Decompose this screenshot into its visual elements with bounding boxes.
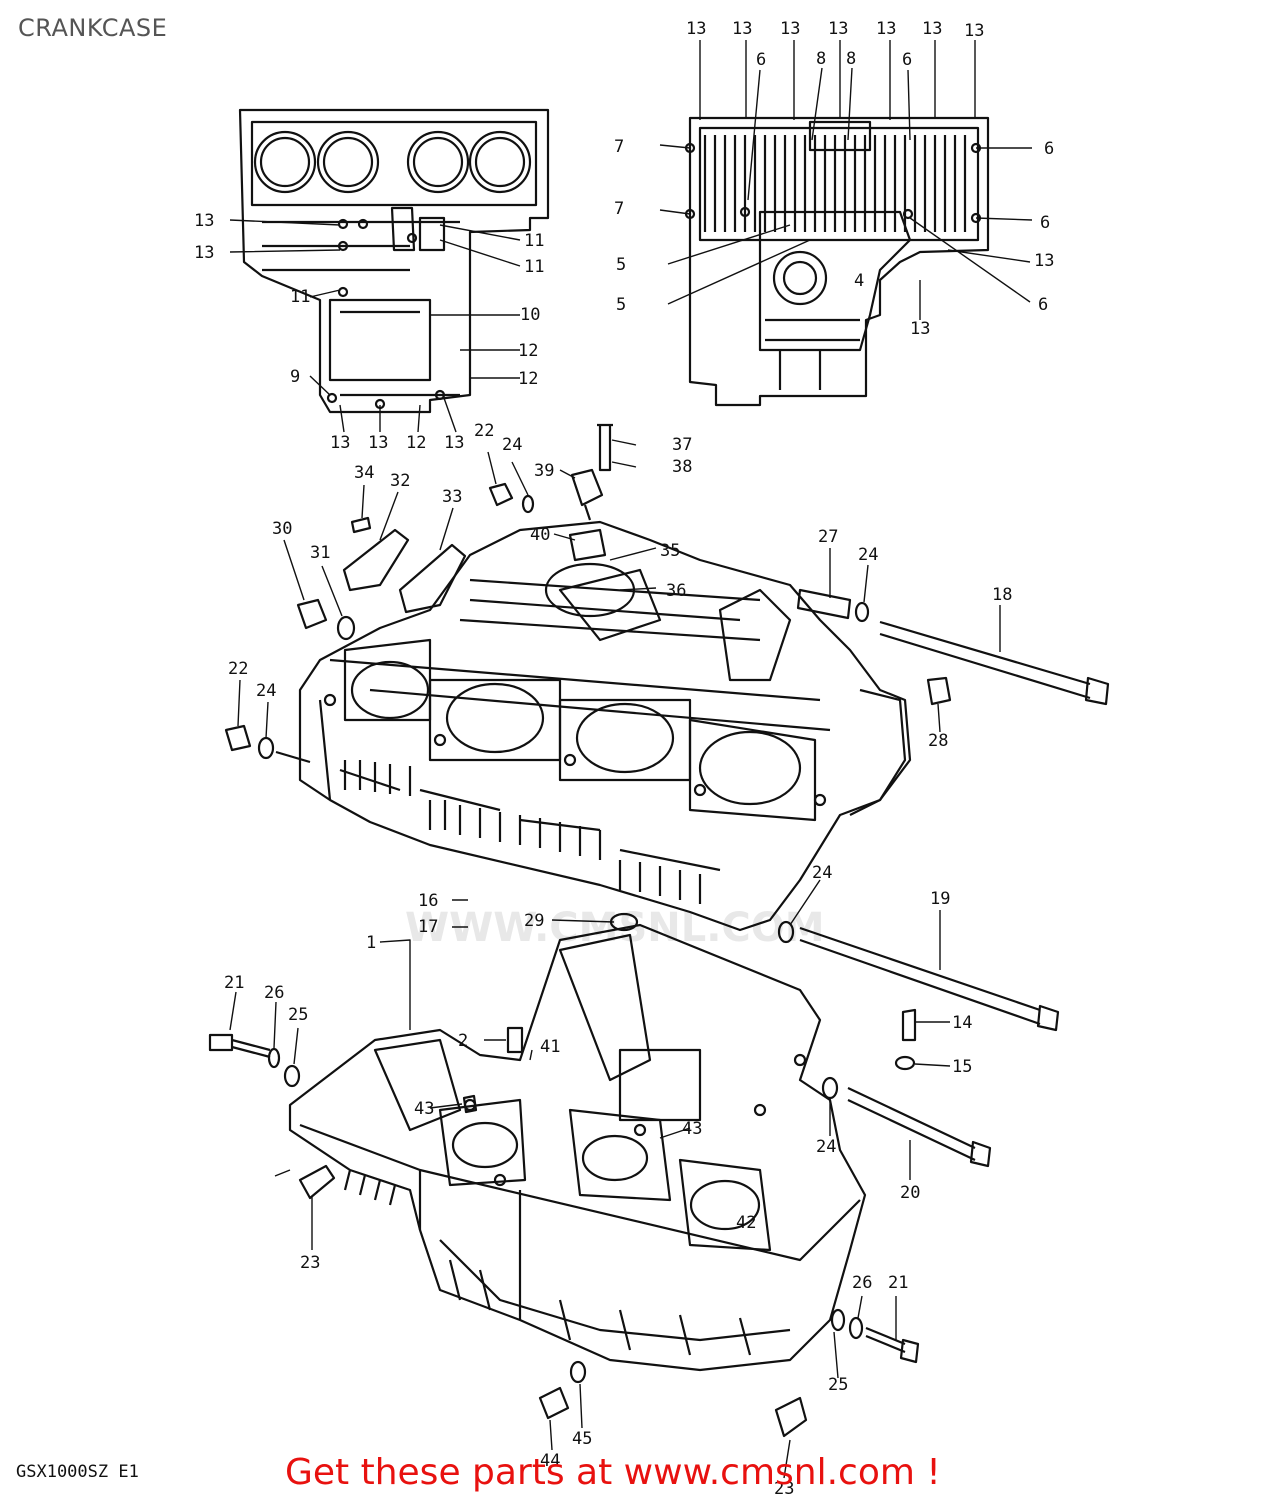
lower-crankcase-bottom-view <box>684 116 990 407</box>
callout-label: 21 <box>224 973 244 993</box>
callout-label: 16 <box>418 891 438 911</box>
loose-parts <box>208 423 1110 1438</box>
cmsnl-parts-link[interactable]: Get these parts at www.cmsnl.com ! <box>285 1452 941 1493</box>
callout-label: 5 <box>616 295 626 315</box>
callout-label: 37 <box>672 435 692 455</box>
callout-label: 12 <box>518 341 538 361</box>
callout-label: 6 <box>1040 213 1050 233</box>
callout-label: 13 <box>686 19 706 39</box>
callout-label: 13 <box>732 19 752 39</box>
callout-label: 29 <box>524 911 544 931</box>
upper-crankcase-perspective <box>298 520 912 932</box>
callout-label: 4 <box>854 271 864 291</box>
callout-label: 32 <box>390 471 410 491</box>
callout-label: 23 <box>774 1479 794 1499</box>
callout-label: 13 <box>444 433 464 453</box>
callout-label: 36 <box>666 581 686 601</box>
callout-label: 22 <box>474 421 494 441</box>
page-title: CRANKCASE <box>18 14 168 42</box>
callout-label: 26 <box>852 1273 872 1293</box>
callout-label: 9 <box>290 367 300 387</box>
callout-label: 11 <box>524 257 544 277</box>
callout-label: 45 <box>572 1429 592 1449</box>
callout-label: 13 <box>330 433 350 453</box>
lower-crankcase-perspective <box>288 923 867 1372</box>
callout-label: 6 <box>1038 295 1048 315</box>
callout-label: 31 <box>310 543 330 563</box>
callout-label: 13 <box>922 19 942 39</box>
callout-label: 15 <box>952 1057 972 1077</box>
callout-label: 1 <box>366 933 376 953</box>
leader-lines <box>229 40 1033 1479</box>
callout-label: 40 <box>530 525 550 545</box>
callout-label: 25 <box>828 1375 848 1395</box>
callout-label: 13 <box>194 243 214 263</box>
callout-label: 10 <box>520 305 540 325</box>
callout-label: 24 <box>812 863 832 883</box>
callout-label: 38 <box>672 457 692 477</box>
callout-label: 18 <box>992 585 1012 605</box>
callout-label: 7 <box>614 137 624 157</box>
callout-label: 13 <box>910 319 930 339</box>
callout-label: 43 <box>682 1119 702 1139</box>
callout-label: 35 <box>660 541 680 561</box>
callout-label: 24 <box>502 435 522 455</box>
callout-label: 30 <box>272 519 292 539</box>
callout-label: 5 <box>616 255 626 275</box>
callout-label: 13 <box>876 19 896 39</box>
callout-label: 20 <box>900 1183 920 1203</box>
callout-label: 13 <box>964 21 984 41</box>
callout-label: 8 <box>816 49 826 69</box>
callout-label: 13 <box>828 19 848 39</box>
callout-label: 6 <box>1044 139 1054 159</box>
callout-label: 6 <box>902 50 912 70</box>
upper-crankcase-top-view <box>238 108 550 414</box>
callout-label: 12 <box>518 369 538 389</box>
callout-label: 33 <box>442 487 462 507</box>
callout-label: 8 <box>846 49 856 69</box>
callout-label: 24 <box>816 1137 836 1157</box>
callout-label: 19 <box>930 889 950 909</box>
callout-label: 23 <box>300 1253 320 1273</box>
callout-label: 12 <box>406 433 426 453</box>
callout-label: 13 <box>368 433 388 453</box>
callout-label: 26 <box>264 983 284 1003</box>
callout-label: 42 <box>736 1213 756 1233</box>
callout-labels: 13 13 13 13 13 13 13 6 8 8 6 7 7 5 5 6 6… <box>194 19 1054 1499</box>
callout-label: 27 <box>818 527 838 547</box>
callout-label: 7 <box>614 199 624 219</box>
callout-label: 13 <box>1034 251 1054 271</box>
callout-label: 34 <box>354 463 374 483</box>
callout-label: 41 <box>540 1037 560 1057</box>
callout-label: 13 <box>780 19 800 39</box>
callout-label: 11 <box>290 287 310 307</box>
callout-label: 6 <box>756 50 766 70</box>
callout-label: 28 <box>928 731 948 751</box>
callout-label: 43 <box>414 1099 434 1119</box>
callout-label: 39 <box>534 461 554 481</box>
callout-label: 14 <box>952 1013 972 1033</box>
callout-label: 24 <box>858 545 878 565</box>
callout-label: 11 <box>524 231 544 251</box>
model-code: GSX1000SZ E1 <box>16 1462 139 1482</box>
callout-label: 17 <box>418 917 438 937</box>
callout-label: 21 <box>888 1273 908 1293</box>
callout-label: 13 <box>194 211 214 231</box>
callout-label: 25 <box>288 1005 308 1025</box>
callout-label: 22 <box>228 659 248 679</box>
callout-label: 2 <box>458 1031 468 1051</box>
callout-label: 24 <box>256 681 276 701</box>
callout-label: 44 <box>540 1451 560 1471</box>
